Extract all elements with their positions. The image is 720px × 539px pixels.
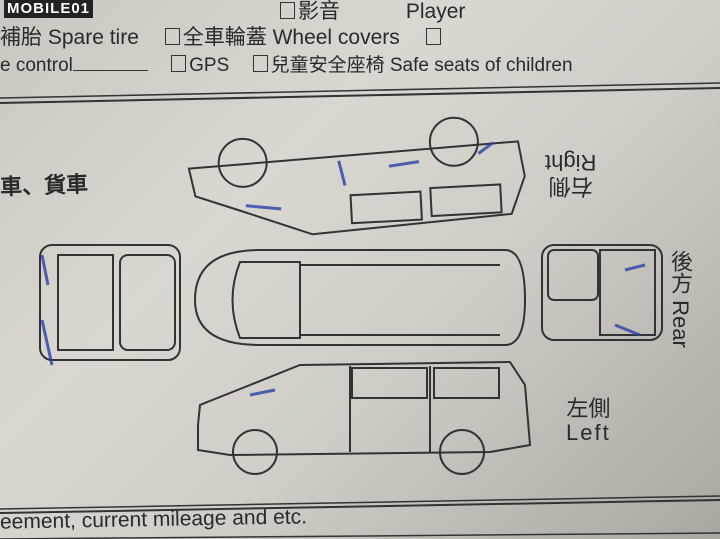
- label-spare-tire: 補胎 Spare tire: [0, 26, 139, 49]
- van-front-view: [39, 244, 181, 366]
- checkbox-child-seats[interactable]: [252, 55, 268, 72]
- rear-label-en: Rear: [668, 300, 693, 348]
- left-label: 左側 Left: [566, 397, 611, 445]
- checkbox-wheel-covers[interactable]: [164, 28, 180, 45]
- van-right-view: [187, 116, 526, 236]
- van-top-view: [193, 249, 527, 346]
- checkbox-gps[interactable]: [171, 55, 187, 72]
- watermark-logo: MOBILE01: [4, 0, 94, 18]
- label-av: 影音: [298, 0, 340, 23]
- right-label-zh: 右側: [548, 174, 593, 199]
- left-label-en: Left: [566, 420, 611, 445]
- label-gps: GPS: [189, 55, 230, 76]
- van-rear-view: [541, 244, 663, 341]
- header-row-0: 影音 Player: [280, 0, 465, 24]
- header-row-1: 補胎 Spare tire 全車輪蓋 Wheel covers: [0, 26, 444, 50]
- rear-label: 後方 Rear: [668, 250, 693, 348]
- checkbox-other[interactable]: [425, 28, 441, 45]
- label-control: e control: [0, 55, 73, 76]
- right-label-en: Right: [545, 150, 597, 175]
- header-row-2: e control GPS 兒童安全座椅 Safe seats of child…: [0, 54, 573, 78]
- van-left-view: [197, 360, 532, 475]
- label-player: Player: [405, 0, 466, 23]
- rear-label-zh: 後方: [668, 250, 693, 294]
- label-wheel-covers: 全車輪蓋 Wheel covers: [182, 26, 400, 49]
- label-child-seats: 兒童安全座椅 Safe seats of children: [270, 55, 573, 76]
- right-label: 右側 Right: [545, 150, 597, 199]
- left-label-zh: 左側: [566, 396, 611, 421]
